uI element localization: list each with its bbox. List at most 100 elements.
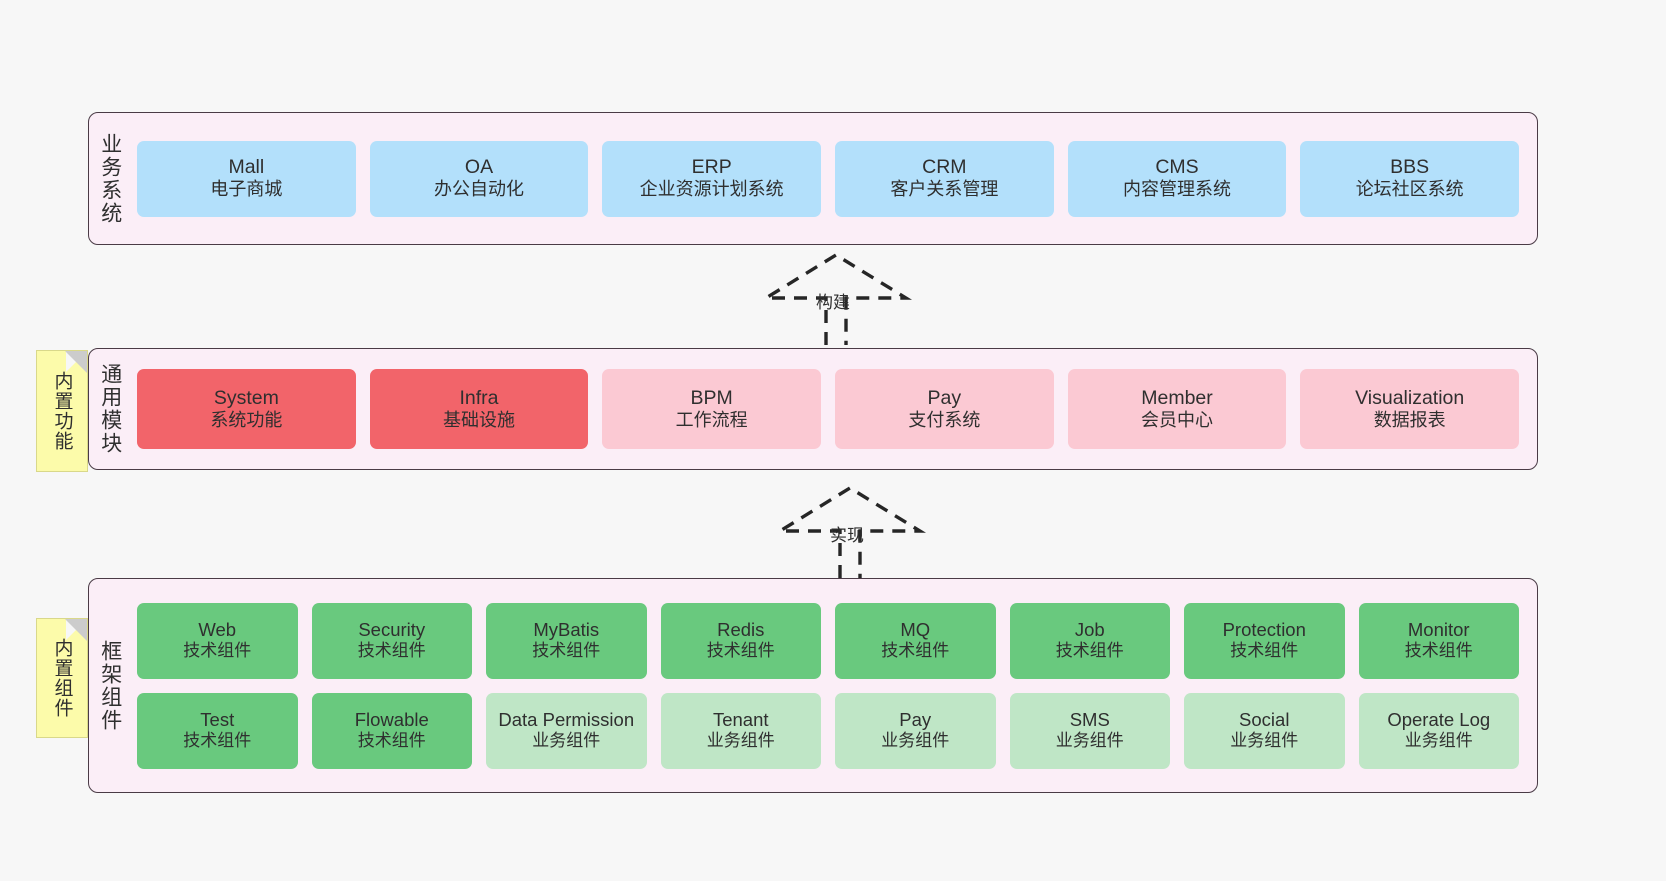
module-card-cn: 业务组件: [706, 731, 775, 751]
module-card-protection[interactable]: Protection 技术组件: [1184, 602, 1345, 679]
module-card-monitor[interactable]: Monitor 技术组件: [1358, 602, 1519, 679]
module-card-cn: 业务组件: [1230, 731, 1299, 751]
module-card-oa[interactable]: OA 办公自动化: [369, 140, 589, 217]
module-card-cn: 电子商城: [210, 179, 283, 200]
module-card-system[interactable]: System 系统功能: [137, 369, 356, 449]
module-card-en: SMS: [1069, 709, 1110, 731]
module-card-infra[interactable]: Infra 基础设施: [369, 369, 589, 449]
layer-title-business-system: 业务系统: [98, 132, 122, 225]
module-card-job[interactable]: Job 技术组件: [1009, 602, 1170, 679]
module-card-en: BPM: [690, 386, 733, 409]
module-card-en: Test: [200, 709, 235, 731]
module-card-pay[interactable]: Pay 支付系统: [835, 369, 1054, 449]
module-card-en: BBS: [1390, 156, 1430, 178]
module-card-cn: 技术组件: [183, 641, 252, 661]
module-card-tenant[interactable]: Tenant 业务组件: [660, 692, 821, 769]
module-card-cn: 技术组件: [1404, 641, 1473, 661]
module-card-cn: 业务组件: [1055, 731, 1124, 751]
module-card-mybatis[interactable]: MyBatis 技术组件: [486, 602, 647, 679]
module-card-social[interactable]: Social 业务组件: [1184, 692, 1345, 769]
module-card-erp[interactable]: ERP 企业资源计划系统: [602, 140, 822, 217]
module-card-en: Member: [1141, 386, 1213, 409]
module-card-flowable[interactable]: Flowable 技术组件: [311, 692, 472, 769]
layer-title-common-module: 通用模块: [98, 363, 122, 455]
module-card-en: Flowable: [354, 709, 429, 731]
layer-body-framework-component: Web 技术组件 Security 技术组件 MyBatis 技术组件 Redi…: [131, 579, 1537, 792]
module-card-en: OA: [464, 156, 494, 178]
module-card-en: System: [213, 386, 279, 409]
module-card-en: Tenant: [712, 709, 769, 731]
module-card-en: Operate Log: [1387, 709, 1491, 731]
module-card-en: Redis: [717, 619, 765, 641]
module-card-en: Infra: [459, 386, 499, 409]
module-card-en: Social: [1239, 709, 1290, 731]
module-card-cn: 论坛社区系统: [1355, 179, 1464, 200]
module-card-en: Job: [1074, 619, 1105, 641]
layer-row: Test 技术组件 Flowable 技术组件 Data Permission …: [137, 692, 1519, 769]
dashed-hollow-arrow-up-icon: [759, 253, 913, 345]
module-card-cn: 工作流程: [675, 409, 748, 430]
module-card-bpm[interactable]: BPM 工作流程: [602, 369, 822, 449]
module-card-test[interactable]: Test 技术组件: [137, 692, 298, 769]
layer-row: Mall 电子商城 OA 办公自动化 ERP 企业资源计划系统 CRM 客户关系…: [137, 140, 1520, 217]
sticky-note-builtin-component: 内置组件: [36, 618, 88, 738]
module-card-en: CMS: [1155, 156, 1199, 178]
layer-title-framework-component: 框架组件: [98, 639, 122, 732]
module-card-redis[interactable]: Redis 技术组件: [660, 602, 821, 679]
module-card-visualization[interactable]: Visualization 数据报表: [1300, 369, 1520, 449]
module-card-en: CRM: [922, 156, 967, 178]
module-card-cn: 系统功能: [210, 409, 283, 430]
module-card-en: Pay: [899, 709, 932, 731]
module-card-en: Monitor: [1407, 619, 1470, 641]
module-card-cms[interactable]: CMS 内容管理系统: [1067, 140, 1287, 217]
module-card-cn: 技术组件: [706, 641, 775, 661]
module-card-cn: 业务组件: [1404, 731, 1473, 751]
layer-framework-component: 框架组件 Web 技术组件 Security 技术组件 MyBatis 技术组件…: [88, 578, 1538, 793]
connector-implement: 实现: [750, 483, 950, 583]
module-card-member[interactable]: Member 会员中心: [1067, 369, 1287, 449]
module-card-en: MQ: [900, 619, 931, 641]
module-card-en: Data Permission: [498, 709, 635, 731]
module-card-en: Web: [198, 619, 237, 641]
module-card-cn: 技术组件: [532, 641, 601, 661]
module-card-cn: 技术组件: [1055, 641, 1124, 661]
module-card-cn: 技术组件: [357, 731, 426, 751]
module-card-en: MyBatis: [533, 619, 600, 641]
module-card-mall[interactable]: Mall 电子商城: [137, 140, 356, 217]
module-card-en: Security: [358, 619, 426, 641]
module-card-web[interactable]: Web 技术组件: [137, 602, 298, 679]
module-card-en: Mall: [228, 156, 265, 178]
connector-build: 构建: [736, 250, 936, 350]
module-card-data-permission[interactable]: Data Permission 业务组件: [486, 692, 647, 769]
module-card-cn: 内容管理系统: [1123, 179, 1232, 200]
module-card-cn: 技术组件: [357, 641, 426, 661]
module-card-en: Protection: [1222, 619, 1306, 641]
module-card-pay-component[interactable]: Pay 业务组件: [835, 692, 996, 769]
module-card-en: Pay: [927, 386, 962, 409]
module-card-cn: 技术组件: [183, 731, 252, 751]
module-card-cn: 基础设施: [443, 409, 515, 430]
module-card-sms[interactable]: SMS 业务组件: [1009, 692, 1170, 769]
module-card-cn: 数据报表: [1373, 409, 1446, 430]
module-card-cn: 技术组件: [1230, 641, 1299, 661]
module-card-cn: 支付系统: [908, 409, 981, 430]
module-card-crm[interactable]: CRM 客户关系管理: [835, 140, 1054, 217]
module-card-security[interactable]: Security 技术组件: [311, 602, 472, 679]
layer-body-common-module: System 系统功能 Infra 基础设施 BPM 工作流程 Pay 支付系统…: [131, 349, 1537, 469]
connector-implement-label: 实现: [830, 526, 864, 545]
module-card-cn: 企业资源计划系统: [639, 179, 784, 200]
module-card-en: ERP: [691, 156, 732, 178]
module-card-mq[interactable]: MQ 技术组件: [835, 602, 996, 679]
layer-business-system: 业务系统 Mall 电子商城 OA 办公自动化 ERP 企业资源计划系统 CRM…: [88, 112, 1538, 245]
module-card-operate-log[interactable]: Operate Log 业务组件: [1358, 692, 1519, 769]
module-card-cn: 技术组件: [881, 641, 950, 661]
module-card-cn: 办公自动化: [434, 179, 524, 200]
module-card-en: Visualization: [1355, 386, 1465, 409]
module-card-bbs[interactable]: BBS 论坛社区系统: [1300, 140, 1520, 217]
connector-build-label: 构建: [816, 293, 850, 312]
layer-common-module: 通用模块 System 系统功能 Infra 基础设施 BPM 工作流程 Pay…: [88, 348, 1538, 470]
layer-row: Web 技术组件 Security 技术组件 MyBatis 技术组件 Redi…: [137, 602, 1519, 679]
module-card-cn: 会员中心: [1141, 409, 1214, 430]
layer-row: System 系统功能 Infra 基础设施 BPM 工作流程 Pay 支付系统…: [137, 369, 1520, 449]
